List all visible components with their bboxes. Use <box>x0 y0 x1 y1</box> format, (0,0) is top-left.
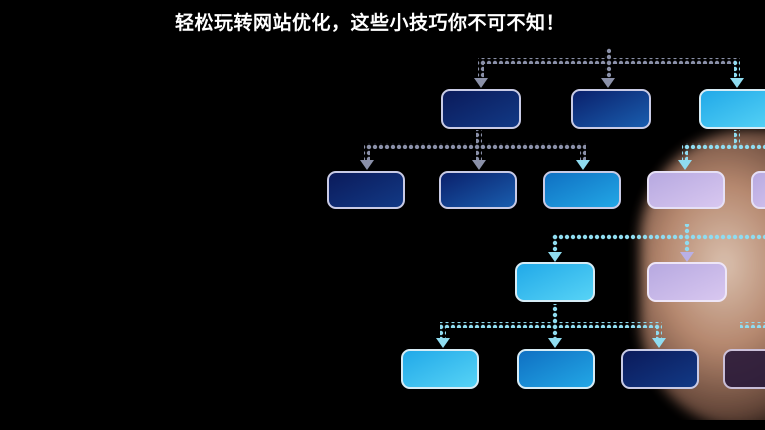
flow-box <box>699 89 765 129</box>
flow-box <box>517 349 595 389</box>
flow-box <box>327 171 405 209</box>
flow-box <box>647 262 727 302</box>
flow-box <box>723 349 765 389</box>
flow-box <box>515 262 595 302</box>
bottom-band <box>0 420 765 430</box>
image-caption-title: 轻松玩转网站优化，这些小技巧你不可不知！ <box>174 12 565 34</box>
connector-level4 <box>436 304 765 348</box>
flow-box <box>571 89 651 129</box>
flow-box <box>621 349 699 389</box>
connector-level3 <box>548 224 765 262</box>
flow-box <box>647 171 725 209</box>
connector-top <box>474 48 744 88</box>
connector-level2 <box>360 130 765 170</box>
flow-box <box>439 171 517 209</box>
flow-box <box>441 89 521 129</box>
flow-box <box>751 171 765 209</box>
flow-box <box>543 171 621 209</box>
flow-box <box>401 349 479 389</box>
